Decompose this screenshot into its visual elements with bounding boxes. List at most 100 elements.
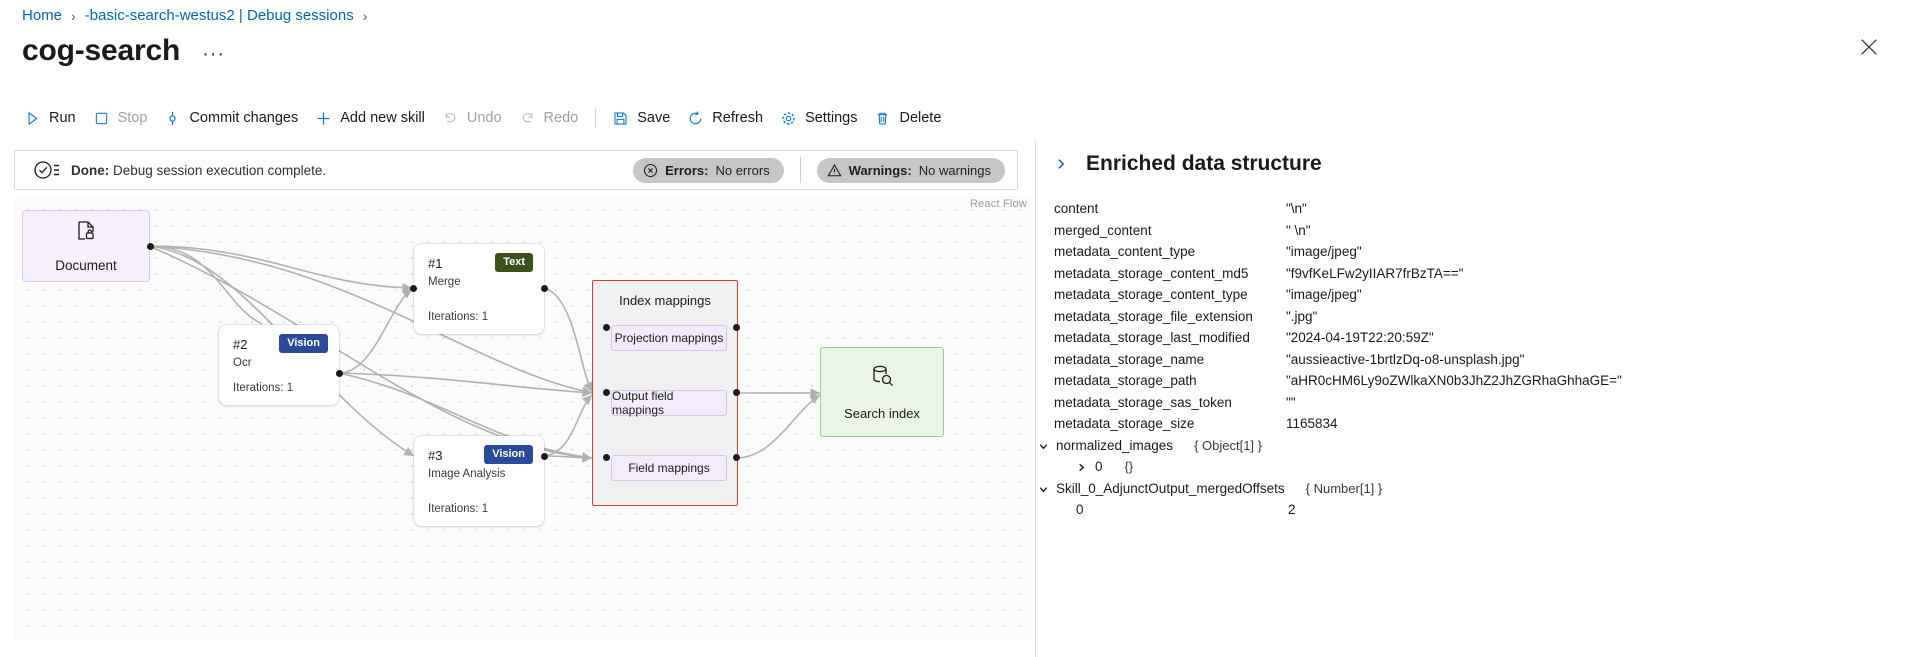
data-row[interactable]: metadata_storage_file_extension ".jpg" [1036, 306, 1908, 328]
data-row[interactable]: metadata_storage_last_modified "2024-04-… [1036, 327, 1908, 349]
status-state-label: Done: [71, 162, 110, 178]
toolbar-settings-button[interactable]: Settings [774, 106, 868, 131]
toolbar-undo-label: Undo [466, 110, 502, 126]
toolbar-run-button[interactable]: Run [18, 106, 87, 131]
more-options-button[interactable]: ··· [202, 43, 226, 65]
commit-icon [164, 110, 181, 127]
data-row[interactable]: metadata_storage_content_type "image/jpe… [1036, 284, 1908, 306]
errors-label: Errors: [665, 162, 709, 178]
data-row[interactable]: content "\n" [1036, 198, 1908, 220]
data-value: "\n" [1286, 201, 1307, 217]
data-key-group: 0 {} [1076, 459, 1133, 474]
node-skill-3-iterations: Iterations: 1 [428, 503, 489, 515]
data-key: metadata_storage_content_type [1054, 287, 1248, 303]
chevron-down-icon[interactable] [1038, 440, 1049, 451]
node-document-output-handle[interactable] [147, 243, 154, 250]
data-key: metadata_storage_last_modified [1054, 330, 1250, 346]
chip-projection-mappings-output-handle[interactable] [733, 324, 740, 331]
chevron-right-icon[interactable] [1054, 155, 1068, 173]
node-skill-2-output-handle[interactable] [336, 370, 343, 377]
toolbar-undo-button[interactable]: Undo [436, 106, 513, 131]
data-value: "f9vfKeLFw2yIIAR7frBzTA==" [1286, 265, 1464, 281]
data-row-expandable[interactable]: Skill_0_AdjunctOutput_mergedOffsets { Nu… [1036, 478, 1908, 500]
toolbar-refresh-label: Refresh [712, 110, 764, 126]
node-document[interactable]: Document [22, 210, 150, 282]
data-value: "" [1286, 394, 1296, 410]
node-skill-2-badge: Vision [279, 334, 328, 353]
data-value: "image/jpeg" [1286, 244, 1362, 260]
node-skill-3-number: #3 [428, 448, 443, 463]
data-row[interactable]: metadata_content_type "image/jpeg" [1036, 241, 1908, 263]
data-row[interactable]: metadata_storage_size 1165834 [1036, 413, 1908, 435]
toolbar-stop-button[interactable]: Stop [87, 106, 159, 131]
toolbar-redo-button[interactable]: Redo [513, 106, 590, 131]
refresh-icon [687, 110, 704, 127]
data-type: { Number[1] } [1305, 480, 1383, 496]
chip-output-field-mappings[interactable]: Output field mappings [611, 389, 727, 417]
group-index-mappings[interactable]: Index mappings Projection mappings Outpu… [592, 280, 738, 506]
group-index-mappings-title: Index mappings [619, 293, 711, 308]
toolbar-save-button[interactable]: Save [606, 106, 681, 131]
errors-value: No errors [715, 162, 770, 178]
error-circle-icon [643, 163, 658, 178]
data-key: metadata_content_type [1054, 244, 1196, 260]
skillset-flow-canvas[interactable]: React Flow [14, 196, 1033, 641]
node-skill-2-ocr[interactable]: #2 Vision Ocr Iterations: 1 [219, 325, 339, 405]
data-row[interactable]: metadata_storage_path "aHR0cHM6Ly9oZWlka… [1036, 370, 1908, 392]
data-row-expandable[interactable]: normalized_images { Object[1] } [1036, 435, 1908, 457]
data-key: merged_content [1054, 222, 1152, 238]
node-skill-3-image-analysis[interactable]: #3 Vision Image Analysis Iterations: 1 [414, 436, 544, 526]
breadcrumb: Home › -basic-search-westus2 | Debug ses… [22, 7, 367, 24]
toolbar-stop-label: Stop [117, 110, 148, 126]
data-value: ".jpg" [1286, 308, 1318, 324]
data-key: metadata_storage_path [1054, 373, 1197, 389]
chevron-right-icon[interactable] [1076, 461, 1087, 472]
breadcrumb-item-debug-sessions[interactable]: -basic-search-westus2 | Debug sessions [84, 7, 354, 24]
data-key: metadata_storage_file_extension [1054, 308, 1253, 324]
breadcrumb-item-home[interactable]: Home [22, 7, 63, 24]
toolbar-add-new-skill-button[interactable]: Add new skill [309, 106, 436, 131]
status-divider [799, 157, 801, 183]
chip-projection-mappings[interactable]: Projection mappings [611, 325, 727, 351]
node-skill-1-merge[interactable]: #1 Text Merge Iterations: 1 [414, 244, 544, 334]
data-key: 0 [1076, 502, 1084, 518]
toolbar-delete-button[interactable]: Delete [868, 106, 952, 131]
status-bar: Done: Debug session execution complete. … [14, 150, 1018, 190]
chevron-down-icon[interactable] [1038, 483, 1049, 494]
toolbar-commit-changes-button[interactable]: Commit changes [158, 106, 309, 131]
data-row[interactable]: metadata_storage_sas_token "" [1036, 392, 1908, 414]
data-key-group: Skill_0_AdjunctOutput_mergedOffsets { Nu… [1038, 481, 1382, 496]
chip-output-field-mappings-output-handle[interactable] [733, 389, 740, 396]
data-row[interactable]: 0 2 [1036, 499, 1908, 521]
data-type: { Object[1] } [1194, 437, 1262, 453]
warnings-badge[interactable]: Warnings: No warnings [816, 157, 1005, 183]
node-skill-3-badge: Vision [484, 445, 533, 464]
chip-field-mappings[interactable]: Field mappings [611, 455, 727, 481]
toolbar-add-new-skill-label: Add new skill [340, 110, 425, 126]
chip-field-mappings-input-handle[interactable] [603, 454, 610, 461]
trash-icon [874, 110, 891, 127]
data-value: 2 [1288, 502, 1296, 518]
breadcrumb-separator-icon: › [71, 7, 76, 24]
data-row[interactable]: merged_content " \n" [1036, 220, 1908, 242]
node-skill-2-number: #2 [233, 337, 248, 352]
breadcrumb-separator-icon: › [362, 7, 368, 24]
node-skill-3-output-handle[interactable] [541, 453, 548, 460]
toolbar-divider [595, 108, 597, 128]
node-skill-1-input-handle[interactable] [410, 285, 417, 292]
toolbar-run-label: Run [49, 110, 76, 126]
data-row[interactable]: metadata_storage_content_md5 "f9vfKeLFw2… [1036, 263, 1908, 285]
plus-icon [315, 110, 332, 127]
chip-field-mappings-output-handle[interactable] [733, 454, 740, 461]
node-search-index[interactable]: Search index [820, 347, 944, 437]
chip-projection-mappings-input-handle[interactable] [603, 324, 610, 331]
close-icon[interactable] [1858, 36, 1886, 64]
gear-icon [780, 110, 797, 127]
errors-badge[interactable]: Errors: No errors [633, 157, 784, 183]
status-message-text: Debug session execution complete. [113, 162, 327, 178]
data-row-expandable[interactable]: 0 {} [1036, 456, 1908, 478]
chip-output-field-mappings-input-handle[interactable] [603, 389, 610, 396]
toolbar-refresh-button[interactable]: Refresh [681, 106, 774, 131]
data-row[interactable]: metadata_storage_name "aussieactive-1brt… [1036, 349, 1908, 371]
node-skill-1-output-handle[interactable] [541, 285, 548, 292]
